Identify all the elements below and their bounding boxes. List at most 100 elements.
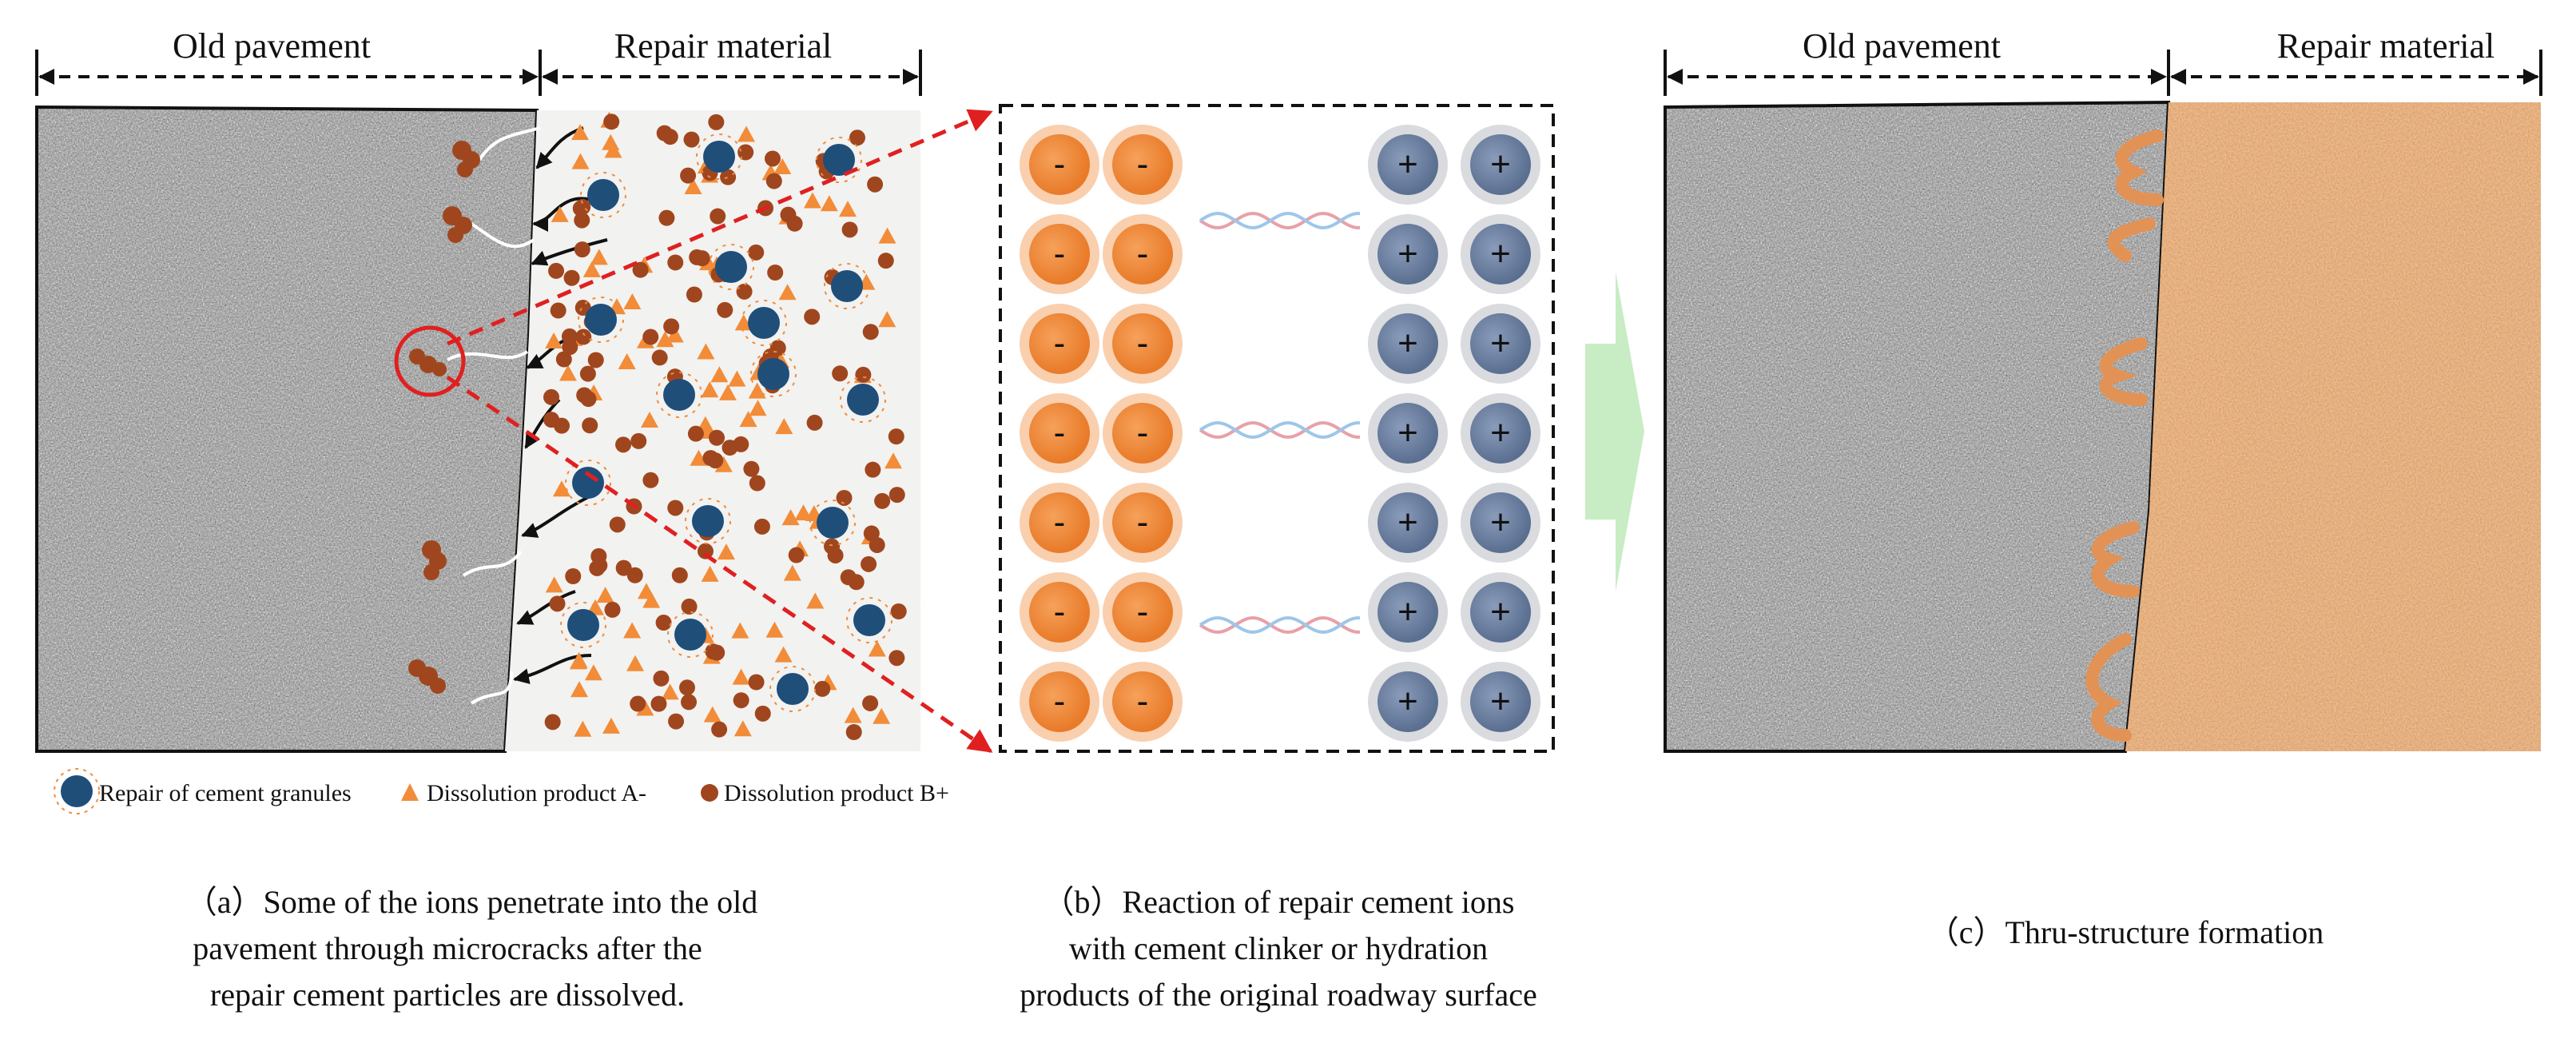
product-b-dot [848, 574, 865, 591]
negative-sign: - [1137, 324, 1149, 363]
product-b-dot [679, 679, 695, 696]
product-b-dot [836, 489, 853, 506]
negative-sign: - [1137, 682, 1149, 721]
product-b-dot [709, 644, 725, 661]
product-a-triangle [584, 664, 602, 681]
product-b-dot [764, 150, 781, 167]
old-pavement-block [1664, 100, 2171, 753]
caption-c: （c）Thru-structure formation [1927, 914, 2324, 950]
product-a-triangle [602, 133, 620, 150]
cement-granule [685, 498, 731, 544]
negative-sign: - [1054, 324, 1066, 363]
product-a-triangle [570, 124, 589, 141]
product-b-dot [694, 250, 710, 267]
product-a-triangle [545, 332, 563, 349]
product-b-dot [681, 694, 698, 711]
product-b-dot [869, 536, 885, 553]
product-a-triangle [701, 381, 719, 398]
product-b-dot [709, 429, 725, 446]
product-b-dot [626, 567, 643, 583]
product-b-dot [890, 603, 907, 619]
product-a-triangle [551, 205, 569, 222]
product-b-dot [888, 650, 905, 667]
product-a-triangle [728, 370, 746, 387]
product-a-triangle [778, 284, 797, 301]
product-b-dot [867, 176, 884, 193]
positive-ion: + [1461, 483, 1540, 563]
product-b-dot [874, 492, 891, 509]
product-a-triangle [732, 668, 750, 685]
header-repair-material: Repair material [614, 26, 832, 66]
product-b-dot [877, 253, 894, 269]
negative-sign: - [1054, 682, 1066, 721]
product-b-dot [845, 723, 862, 740]
negative-ion: - [1103, 483, 1183, 563]
product-a-triangle [703, 706, 722, 723]
negative-ion: - [1103, 393, 1183, 473]
positive-sign: + [1397, 145, 1418, 184]
positive-ion: + [1368, 483, 1448, 563]
product-b-dot [733, 692, 749, 709]
product-a-triangle [552, 480, 570, 497]
caption-b-line-3: products of the original roadway surface [1020, 977, 1537, 1013]
product-b-dot [549, 595, 566, 612]
product-b-dot [609, 516, 626, 533]
product-b-dot [653, 670, 670, 687]
product-b-dot [722, 440, 738, 456]
product-a-triangle [656, 331, 674, 348]
legend-triangle-icon [401, 783, 419, 801]
product-b-dot [662, 129, 678, 145]
product-a-triangle [718, 384, 737, 400]
cement-granule [824, 263, 870, 309]
legend-dot-icon [701, 784, 718, 802]
product-b-dot [824, 538, 841, 555]
product-b-dot [686, 286, 702, 303]
positive-ion: + [1461, 214, 1540, 294]
product-b-dot [862, 324, 879, 340]
product-b-dot [671, 567, 688, 583]
product-b-dot [668, 713, 685, 730]
header-old-pavement: Old pavement [1803, 26, 2001, 66]
positive-sign: + [1490, 413, 1511, 452]
product-b-dot [849, 129, 865, 146]
product-b-dot [861, 555, 877, 572]
product-b-dot [603, 113, 620, 130]
negative-ion: - [1020, 214, 1099, 294]
product-b-dot [579, 365, 596, 382]
thru-structure-tendrils [2085, 129, 2164, 742]
cement-granule [816, 137, 862, 183]
product-b-dot [717, 301, 733, 318]
microcrack-paths [447, 126, 541, 705]
product-b-dot [667, 500, 684, 516]
product-a-triangle [571, 153, 590, 169]
positive-ion: + [1368, 214, 1448, 294]
product-b-dot [749, 475, 765, 492]
legend-label-product-b: Dissolution product B+ [724, 780, 949, 806]
product-a-triangle [731, 622, 749, 639]
product-a-triangle [623, 293, 642, 309]
magnified-region-circle [394, 325, 466, 397]
product-a-triangle [748, 382, 766, 399]
product-b-dot [555, 351, 572, 368]
cement-granule [696, 133, 742, 180]
product-b-dot [574, 212, 590, 229]
product-a-triangle [559, 364, 577, 381]
product-b-dot [841, 221, 858, 238]
positive-sign: + [1397, 682, 1418, 721]
product-a-triangle [749, 400, 767, 416]
product-b-dot [642, 328, 659, 345]
product-b-dot [804, 309, 821, 325]
product-b-dot [543, 388, 560, 405]
product-b-dot [663, 318, 680, 335]
product-b-dot [888, 428, 904, 445]
product-a-triangle [774, 646, 793, 663]
cement-granule [560, 602, 606, 648]
product-b-dot [590, 547, 607, 564]
legend-label-product-a: Dissolution product A- [427, 780, 646, 806]
bond-helix [1199, 212, 1360, 229]
cement-granule [840, 376, 886, 423]
product-b-dot [658, 209, 675, 226]
product-a-triangle [773, 157, 792, 174]
caption-b-line-1: （b）Reaction of repair cement ions [1043, 884, 1515, 920]
product-a-triangle [885, 452, 903, 469]
